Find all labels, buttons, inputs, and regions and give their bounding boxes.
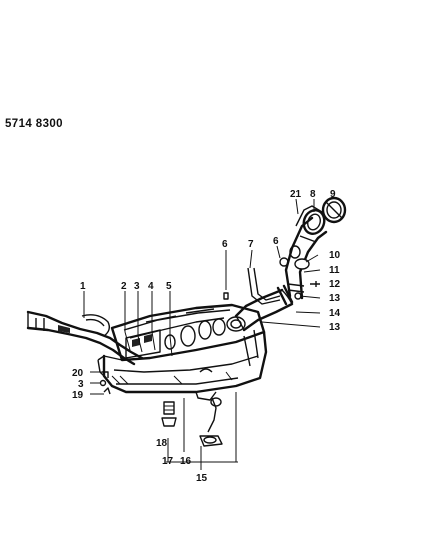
drain-hose-15 — [199, 397, 223, 447]
callout-19: 19 — [72, 390, 84, 401]
clip-6-upper — [279, 257, 289, 267]
breather-tube — [247, 267, 281, 305]
callout-6: 6 — [222, 239, 228, 250]
callout-14: 14 — [329, 308, 341, 319]
callout-12: 12 — [329, 279, 341, 290]
filler-hose — [234, 284, 294, 332]
hardware-20-3-19 — [99, 371, 111, 395]
callout-7: 7 — [248, 239, 254, 250]
callout-6-upper: 6 — [273, 236, 279, 247]
callout-8: 8 — [310, 189, 316, 200]
filler-cap-gasket — [302, 209, 326, 235]
callout-3-lower: 3 — [78, 379, 84, 390]
callout-4: 4 — [148, 281, 154, 292]
leader-lines — [83, 198, 335, 470]
callout-10: 10 — [329, 250, 341, 261]
callout-17: 17 — [162, 456, 174, 467]
callout-18: 18 — [156, 438, 168, 449]
callout-5: 5 — [166, 281, 172, 292]
callout-16: 16 — [180, 456, 192, 467]
filler-neck — [284, 205, 328, 300]
callout-9: 9 — [330, 189, 336, 200]
callout-1: 1 — [80, 281, 86, 292]
fuel-tank — [97, 303, 268, 401]
callout-11: 11 — [329, 265, 340, 276]
callout-21: 21 — [290, 189, 302, 200]
callout-3: 3 — [134, 281, 140, 292]
callout-20: 20 — [72, 368, 84, 379]
callout-15: 15 — [196, 473, 208, 484]
callout-13: 13 — [329, 293, 341, 304]
drain-plug-18-16 — [161, 401, 177, 427]
diagram-code: 5714 8300 — [5, 118, 63, 130]
callout-2: 2 — [121, 281, 127, 292]
callout-13-lower: 13 — [329, 322, 341, 333]
hose-clamp-6 — [223, 292, 229, 300]
callout-labels: 1 2 3 4 5 6 6 7 8 9 10 11 12 13 13 14 15… — [72, 189, 341, 484]
filler-cap — [321, 196, 347, 224]
